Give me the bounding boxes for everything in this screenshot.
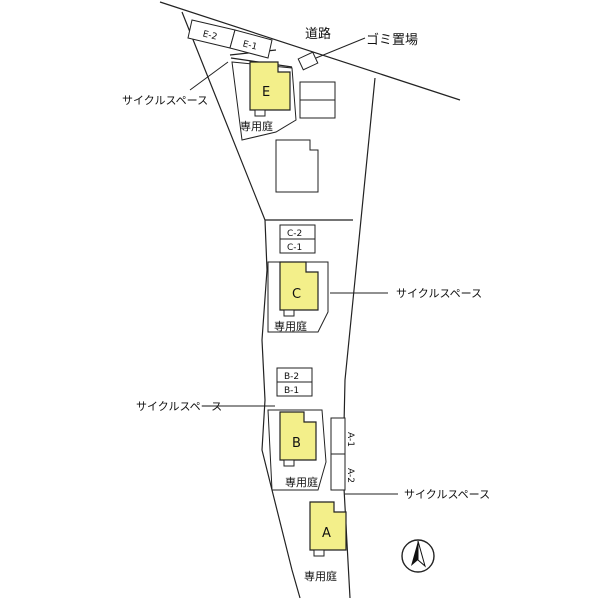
parking-label-b1: B-1: [284, 386, 299, 396]
north-compass-icon: [401, 539, 435, 573]
parking-label-e2: E-2: [202, 29, 219, 42]
parking-slot-c1: [279, 238, 316, 254]
road-edge-line: [159, 1, 461, 101]
building-c-letter: C: [292, 287, 301, 302]
parking-box-2: [299, 99, 336, 119]
cycle-space-b-label: サイクルスペース: [136, 400, 222, 413]
parking-label-e1: E-1: [242, 39, 259, 52]
garbage-label: ゴミ置場: [366, 32, 418, 48]
lot-outline-right: [342, 77, 376, 599]
parking-slot-b1: [276, 381, 313, 397]
building-c-entrance: [283, 309, 295, 317]
parking-box-1: [299, 81, 336, 101]
garbage-area: [297, 51, 319, 71]
building-a-entrance: [313, 549, 325, 557]
cycle-space-c-label: サイクルスペース: [396, 287, 482, 300]
lot-outline: [181, 11, 301, 599]
garden-a-label: 専用庭: [304, 569, 337, 583]
parking-slot-a2: [330, 453, 346, 491]
cycle-space-a-label: サイクルスペース: [404, 488, 490, 501]
cycle-space-e-label: サイクルスペース: [122, 94, 208, 107]
road-label: 道路: [305, 26, 331, 42]
parking-label-b2: B-2: [284, 372, 299, 382]
parking-label-c2: C-2: [287, 229, 302, 239]
building-a: [309, 501, 347, 551]
building-e-entrance: [254, 109, 266, 117]
garbage-leader: [315, 37, 366, 59]
cycle-space-e-leader: [189, 61, 229, 91]
building-b-entrance: [283, 459, 295, 467]
building-b-letter: B: [292, 436, 301, 451]
building-e-letter: E: [262, 85, 270, 100]
garden-e-label: 専用庭: [240, 119, 273, 133]
parking-slot-a1: [330, 417, 346, 455]
building-a-letter: A: [322, 526, 331, 541]
building-e: [249, 61, 291, 111]
garden-b-label: 専用庭: [285, 475, 318, 489]
neighbor-structure: [275, 139, 319, 193]
parking-slot-e1: [229, 29, 273, 59]
parking-label-c1: C-1: [287, 243, 302, 253]
building-c: [279, 261, 319, 311]
building-b: [279, 411, 317, 461]
parking-label-a1: A-1: [345, 432, 355, 447]
parking-label-a2: A-2: [345, 468, 355, 483]
garden-c-label: 専用庭: [274, 319, 307, 333]
